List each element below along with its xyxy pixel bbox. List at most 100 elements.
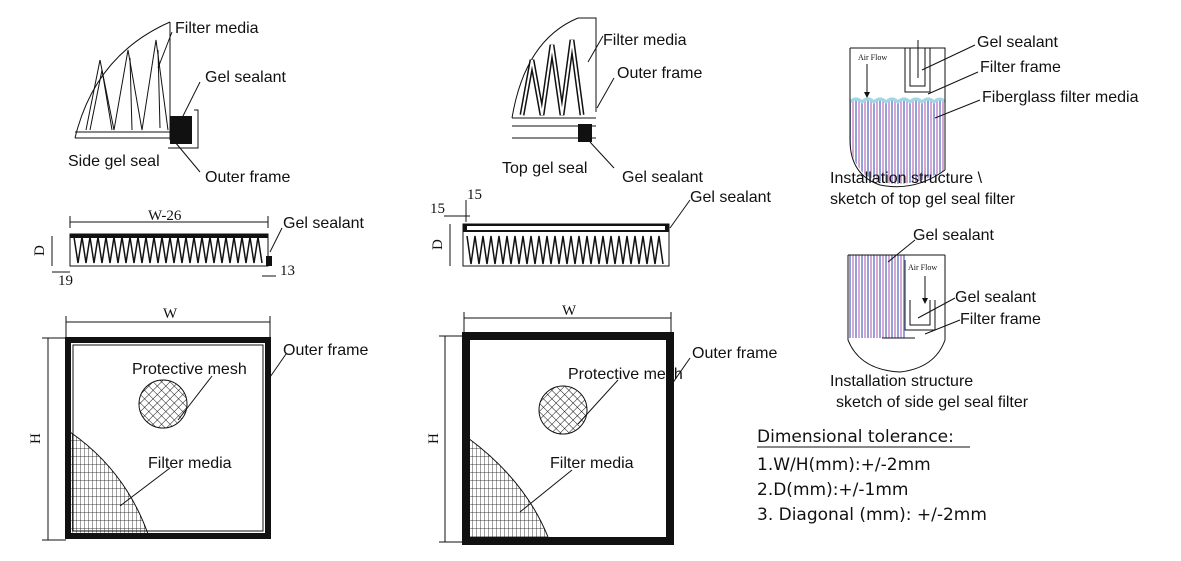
leader-gel-sealant (917, 297, 956, 319)
filter-media-area (70, 432, 148, 534)
dim-d: D (32, 245, 48, 256)
dim-w26: W-26 (148, 208, 182, 224)
protective-mesh-circle (138, 379, 188, 429)
leader-gel-sealant (921, 44, 976, 71)
outer-frame (65, 337, 271, 539)
dim-h: H (426, 433, 442, 444)
dim-h: H (28, 433, 44, 444)
fiberglass-media (850, 100, 945, 184)
tolerance-line-1: 1.W/H(mm):+/-2mm (757, 455, 931, 475)
leader-outer-frame (671, 357, 691, 385)
tolerance-title: Dimensional tolerance: (757, 427, 954, 447)
top-strip-inner (467, 226, 665, 230)
installation-side-gel-seal: Air Flow Gel sealant Gel sealant Filter … (830, 227, 1041, 411)
frame-channel (882, 260, 936, 339)
side-seal-cross-section: W-26 D 19 13 Gel sealant (32, 208, 364, 289)
label-filter-media: Filter media (550, 455, 634, 472)
filter-media-curve (69, 431, 149, 535)
label-top-gel-seal: Top gel seal (502, 160, 587, 177)
label-gel-sealant: Gel sealant (955, 289, 1036, 306)
pleat-inner (89, 49, 161, 131)
dim-d: D (430, 239, 446, 250)
caption-line-1: Installation structure (830, 373, 973, 390)
leader-gel-sealant (669, 199, 691, 229)
dim-13: 13 (280, 263, 295, 279)
filter-media-area (468, 438, 548, 537)
mesh-hatch-b (539, 386, 587, 434)
label-filter-media: Filter media (603, 32, 687, 49)
leader-outer-frame (596, 77, 615, 109)
leader-protective-mesh (577, 379, 619, 425)
tolerance-line-3: 3. Diagonal (mm): +/-2mm (757, 505, 987, 525)
gel-sealant-block (578, 124, 592, 142)
label-protective-mesh: Protective mesh (568, 366, 683, 383)
label-gel-sealant: Gel sealant (283, 215, 364, 232)
label-outer-frame: Outer frame (283, 342, 368, 359)
dim-15-b: 15 (467, 187, 482, 203)
leader-filter-media (119, 467, 171, 507)
pleat-zigzag (73, 236, 263, 264)
front-view-side-seal: W H Protective mesh Filter media Outer f… (28, 306, 368, 541)
leader-gel-sealant (181, 81, 201, 119)
leader-gel-sealant-top (887, 239, 916, 263)
dim-w: W (163, 306, 178, 322)
label-air-flow: Air Flow (908, 263, 937, 272)
label-outer-frame: Outer frame (617, 65, 702, 82)
leader-gel-sealant (589, 141, 615, 169)
frame-channel (904, 40, 931, 93)
label-outer-frame: Outer frame (205, 169, 290, 186)
label-fiberglass: Fiberglass filter media (982, 89, 1139, 106)
sealant-wave (848, 97, 947, 105)
label-gel-sealant-top: Gel sealant (913, 227, 994, 244)
label-protective-mesh: Protective mesh (132, 361, 247, 378)
leader-outer-frame (267, 353, 287, 381)
pleat-zigzag (466, 235, 664, 265)
caption-line-1: Installation structure \ (830, 170, 983, 187)
gel-sealant-block (170, 116, 192, 144)
fiberglass-media (848, 255, 905, 338)
caption-line-2: sketch of side gel seal filter (836, 394, 1029, 411)
air-flow-arrowhead (864, 92, 870, 98)
detail-frame-lines (512, 17, 597, 139)
label-filter-media: Filter media (175, 20, 259, 37)
top-seal-cross-section: D 15 15 Gel sealant (430, 187, 771, 267)
dim-19: 19 (58, 273, 73, 289)
leader-outer-frame (174, 141, 201, 173)
leader-filter-frame (924, 319, 961, 335)
outer-frame-profile (168, 109, 199, 149)
front-view-top-seal: W H Protective mesh Filter media Outer f… (426, 303, 777, 545)
leader-filter-media (157, 31, 173, 69)
air-flow-arrowhead (922, 298, 928, 304)
pleat-inner (521, 39, 583, 116)
top-gel-seal-detail: Filter media Outer frame Top gel seal Ge… (502, 17, 703, 186)
label-side-gel-seal: Side gel seal (68, 153, 160, 170)
label-filter-frame: Filter frame (960, 311, 1041, 328)
filter-media-curve (467, 437, 549, 538)
detail-arc (74, 21, 171, 139)
top-strip (70, 234, 268, 238)
installation-outline (849, 47, 946, 188)
label-filter-media: Filter media (148, 455, 232, 472)
leader-gel-sealant (269, 227, 283, 253)
mesh-hatch-b (139, 380, 187, 428)
tolerance-line-2: 2.D(mm):+/-1mm (757, 480, 908, 500)
leader-fiberglass (934, 99, 981, 119)
pleat-zigzag (85, 39, 169, 131)
label-gel-sealant: Gel sealant (205, 69, 286, 86)
dimensional-tolerance: Dimensional tolerance: 1.W/H(mm):+/-2mm … (757, 427, 987, 525)
label-filter-frame: Filter frame (980, 59, 1061, 76)
inner-frame (72, 344, 264, 532)
label-air-flow: Air Flow (858, 53, 887, 62)
gel-sealant-block (266, 256, 272, 266)
side-gel-seal-detail: Filter media Gel sealant Side gel seal O… (68, 20, 290, 186)
leader-protective-mesh (177, 375, 213, 421)
caption-line-2: sketch of top gel seal filter (830, 191, 1016, 208)
label-gel-sealant: Gel sealant (690, 189, 771, 206)
label-gel-sealant: Gel sealant (622, 169, 703, 186)
dim-w: W (562, 303, 577, 319)
installation-top-gel-seal: Air Flow Gel sealant Filter frame Fiberg… (830, 34, 1139, 208)
outer-frame (462, 332, 674, 545)
leader-filter-media (519, 469, 573, 513)
detail-arc (511, 17, 579, 119)
